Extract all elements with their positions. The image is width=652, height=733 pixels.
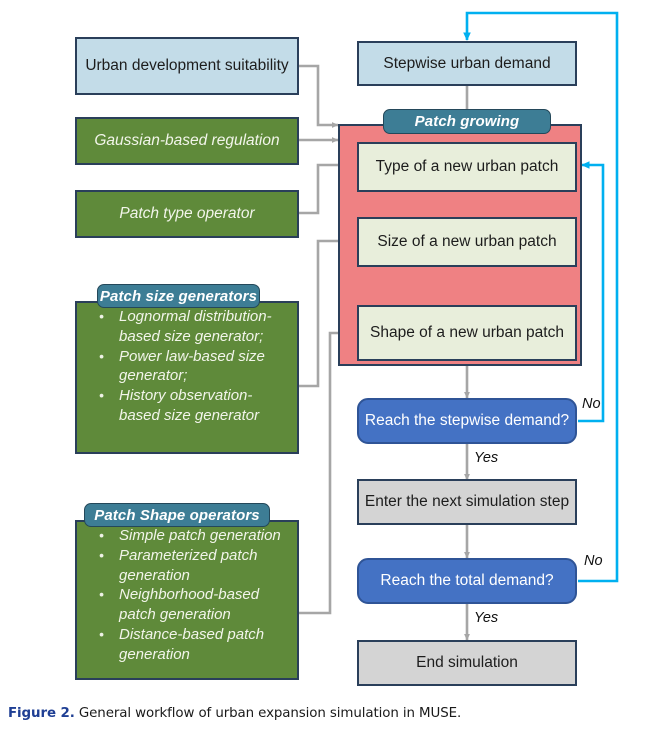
box-label: Patch type operator (119, 204, 255, 222)
box-end-simulation[interactable]: End simulation (357, 640, 577, 686)
box-size-of-new-urban-patch[interactable]: Size of a new urban patch (357, 217, 577, 267)
list-item: Power law-based size generator; (99, 347, 291, 387)
decision-label: Reach the stepwise demand? (364, 412, 570, 430)
list-item: Parameterized patch generation (99, 546, 291, 586)
list-item: Lognormal distribution-based size genera… (99, 307, 291, 347)
box-label: Stepwise urban demand (383, 54, 551, 72)
box-label: Urban development suitability (85, 57, 289, 75)
box-enter-next-simulation-step[interactable]: Enter the next simulation step (357, 479, 577, 525)
list-item: Neighborhood-based patch generation (99, 585, 291, 625)
figure-caption-text: General workflow of urban expansion simu… (78, 706, 462, 721)
box-label: Shape of a new urban patch (370, 324, 564, 342)
box-urban-development-suitability[interactable]: Urban development suitability (75, 37, 299, 95)
patch-shape-operator-list: Simple patch generation Parameterized pa… (83, 526, 291, 665)
banner-patch-size-generators: Patch size generators (97, 284, 260, 308)
banner-label: Patch size generators (99, 287, 258, 305)
box-label: Type of a new urban patch (375, 158, 559, 176)
box-gaussian-based-regulation[interactable]: Gaussian-based regulation (75, 117, 299, 165)
list-item: Simple patch generation (99, 526, 291, 546)
box-label: Enter the next simulation step (364, 493, 570, 511)
banner-patch-growing: Patch growing (383, 109, 551, 134)
list-item: History observation-based size generator (99, 386, 291, 426)
box-label: Gaussian-based regulation (94, 131, 280, 149)
box-patch-size-generators[interactable]: Lognormal distribution-based size genera… (75, 301, 299, 454)
edge-label-yes-stepwise: Yes (474, 450, 499, 466)
box-type-of-new-urban-patch[interactable]: Type of a new urban patch (357, 142, 577, 192)
list-item: Distance-based patch generation (99, 625, 291, 665)
box-stepwise-urban-demand[interactable]: Stepwise urban demand (357, 41, 577, 86)
box-patch-type-operator[interactable]: Patch type operator (75, 190, 299, 238)
box-shape-of-new-urban-patch[interactable]: Shape of a new urban patch (357, 305, 577, 361)
banner-patch-shape-operators: Patch Shape operators (84, 503, 270, 527)
patch-size-generator-list: Lognormal distribution-based size genera… (83, 307, 291, 426)
decision-label: Reach the total demand? (380, 572, 554, 590)
box-label: End simulation (416, 654, 518, 672)
box-patch-shape-operators[interactable]: Simple patch generation Parameterized pa… (75, 520, 299, 680)
edge-label-no-total: No (584, 553, 603, 569)
decision-reach-stepwise-demand[interactable]: Reach the stepwise demand? (357, 398, 577, 444)
edge-label-no-stepwise: No (582, 396, 601, 412)
box-label: Size of a new urban patch (377, 233, 557, 251)
edge-label-yes-total: Yes (474, 610, 499, 626)
figure-caption: Figure 2. General workflow of urban expa… (8, 706, 648, 721)
banner-label: Patch Shape operators (94, 506, 260, 524)
decision-reach-total-demand[interactable]: Reach the total demand? (357, 558, 577, 604)
banner-label: Patch growing (414, 113, 520, 130)
figure-number: Figure 2. (8, 706, 75, 721)
